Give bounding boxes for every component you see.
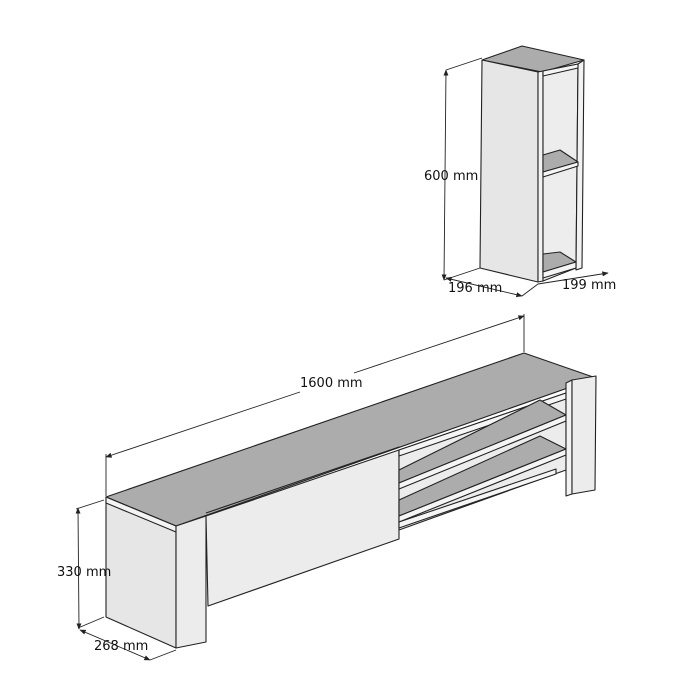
wall-shelf-depth-dimension-line: [537, 271, 609, 285]
tv-unit-length-dimension-line-right: [353, 315, 525, 374]
wall-shelf-right-edge: [575, 59, 585, 271]
wall-shelf-unit: 600 mm 196 mm 199 mm: [424, 45, 616, 298]
tv-unit-height-dimension-line: [75, 507, 82, 630]
tv-unit-right-end-panel: [571, 375, 597, 495]
tv-unit-height-label: 330 mm: [57, 565, 111, 580]
wall-shelf-front-edge: [537, 70, 544, 283]
tv-unit: 1600 mm 330 mm 268 mm: [57, 314, 597, 661]
wall-shelf-depth-label: 199 mm: [562, 278, 616, 293]
tv-unit-depth-label: 268 mm: [94, 639, 148, 654]
tv-unit-door-panel[interactable]: [205, 449, 400, 607]
tv-unit-length-dimension-line-left: [105, 391, 301, 458]
wall-shelf-width-dimension-line: [445, 276, 523, 298]
wall-shelf-width-label: 196 mm: [448, 281, 502, 296]
tv-unit-depth-dimension-line: [79, 629, 151, 661]
wall-shelf-height-label: 600 mm: [424, 169, 478, 184]
wall-shelf-height-dimension-line: [441, 69, 449, 281]
wall-shelf-side-panel: [479, 59, 539, 283]
tv-unit-left-front-panel: [175, 515, 207, 649]
tv-unit-length-label: 1600 mm: [300, 376, 363, 391]
